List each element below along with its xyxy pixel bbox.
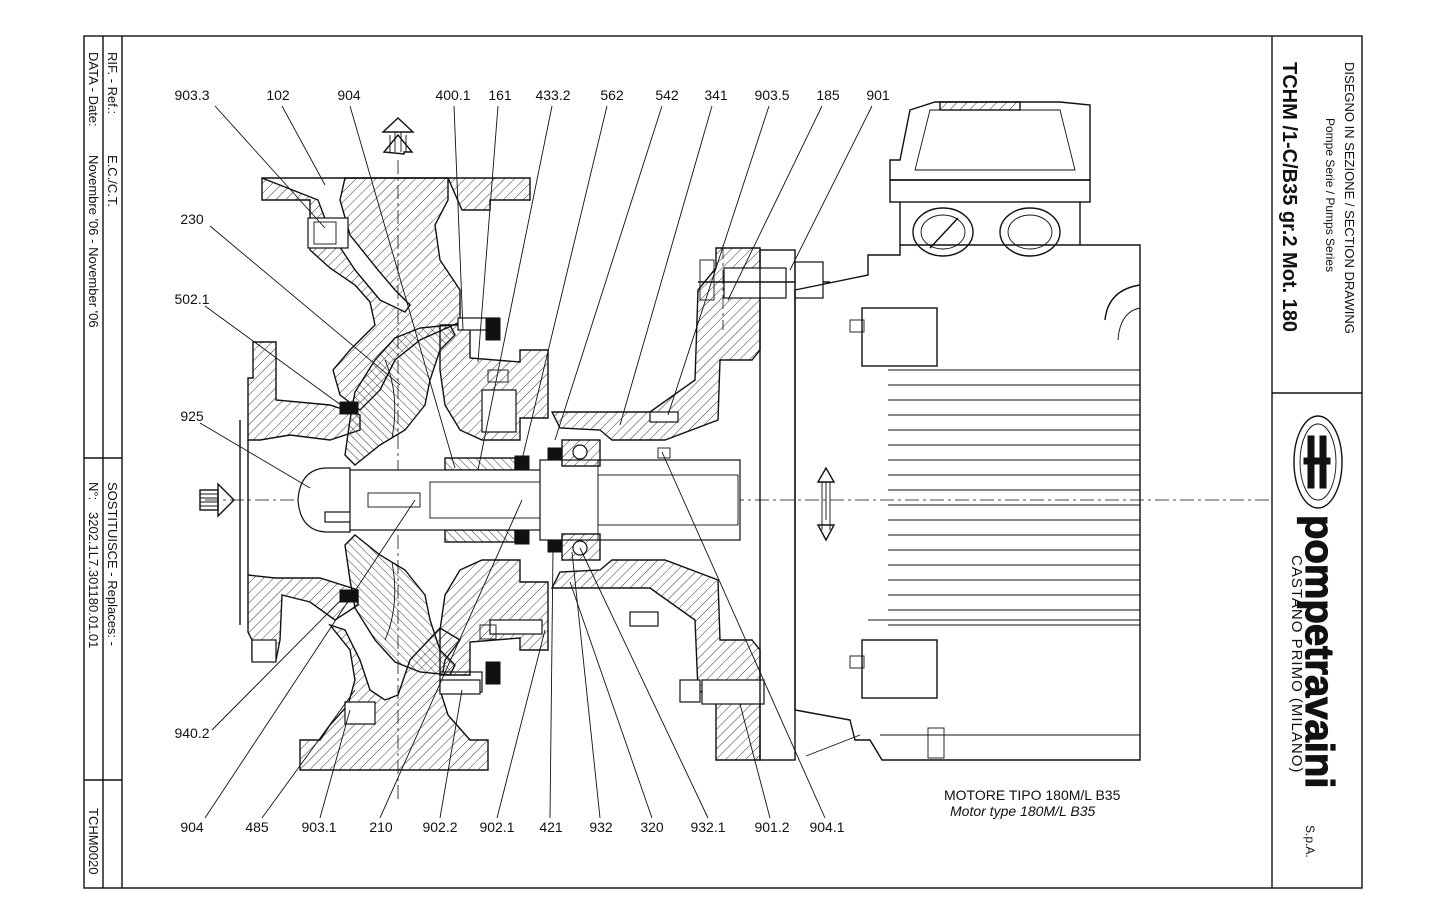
part-label: 902.1 xyxy=(479,819,514,835)
part-label: 940.2 xyxy=(174,725,209,741)
company-logo-icon xyxy=(1293,415,1343,509)
part-label: 161 xyxy=(488,87,512,103)
part-label: 925 xyxy=(180,408,204,424)
company-location: CASTANO PRIMO (MILANO) xyxy=(1288,555,1305,773)
part-label: 502.1 xyxy=(174,291,209,307)
part-label: 932 xyxy=(589,819,613,835)
rotation-arrow-icon xyxy=(816,466,836,542)
part-label: 902.2 xyxy=(422,819,457,835)
company-suffix: S.p.A. xyxy=(1303,825,1317,858)
sheet-frame xyxy=(83,35,1363,889)
part-label: 562 xyxy=(600,87,624,103)
part-label: 904 xyxy=(337,87,361,103)
leader-lines xyxy=(199,105,873,819)
part-label: 400.1 xyxy=(435,87,470,103)
model-title: TCHM /1-C/B35 gr.2 Mot. 180 xyxy=(1278,62,1300,332)
number-value: 3202.1L7.301180.01.01 xyxy=(86,512,101,648)
motor-fins xyxy=(888,369,1140,626)
part-label: 901 xyxy=(866,87,890,103)
number-label: N°: xyxy=(86,482,101,500)
motor-note-line1: MOTORE TIPO 180M/L B35 xyxy=(944,787,1121,803)
pump-section-drawing xyxy=(199,101,1270,800)
title-block: DISEGNO IN SEZIONE / SECTION DRAWING Pom… xyxy=(1278,62,1357,858)
pump-series: Pompe Serie / Pumps Series xyxy=(1323,118,1337,272)
date-value: Novembre '06 - November '06 xyxy=(86,155,101,328)
side-info-block: RIF. - Ref.: E.C./C.T. DATA - Date: Nove… xyxy=(86,52,120,874)
inlet-arrow-icon xyxy=(199,482,235,518)
part-labels-left: 230 502.1 925 940.2 xyxy=(174,211,209,741)
part-label: 102 xyxy=(266,87,290,103)
part-label: 485 xyxy=(245,819,269,835)
drawing-code: TCHM0020 xyxy=(86,808,101,874)
part-label: 210 xyxy=(369,819,393,835)
part-label: 185 xyxy=(816,87,840,103)
part-label: 320 xyxy=(640,819,664,835)
part-label: 901.2 xyxy=(754,819,789,835)
part-label: 421 xyxy=(539,819,563,835)
ref-value: E.C./C.T. xyxy=(105,155,120,207)
part-label: 904.1 xyxy=(809,819,844,835)
part-label: 903.3 xyxy=(174,87,209,103)
part-labels-bottom: 904 485 903.1 210 902.2 902.1 421 932 32… xyxy=(180,819,844,835)
part-label: 903.1 xyxy=(301,819,336,835)
date-label: DATA - Date: xyxy=(86,52,101,127)
outlet-arrow-icon xyxy=(381,117,415,155)
part-label: 542 xyxy=(655,87,679,103)
part-labels-top: 903.3 102 904 400.1 161 433.2 562 542 34… xyxy=(174,87,889,103)
ref-label: RIF. - Ref.: xyxy=(105,52,120,114)
motor-note-line2: Motor type 180M/L B35 xyxy=(950,803,1095,819)
part-label: 932.1 xyxy=(690,819,725,835)
motor-type-note: MOTORE TIPO 180M/L B35 Motor type 180M/L… xyxy=(944,787,1121,819)
part-label: 341 xyxy=(704,87,728,103)
company-name: pompetravaini xyxy=(1297,515,1341,788)
part-label: 433.2 xyxy=(535,87,570,103)
part-label: 230 xyxy=(180,211,204,227)
part-label: 903.5 xyxy=(754,87,789,103)
drawing-type: DISEGNO IN SEZIONE / SECTION DRAWING xyxy=(1342,62,1357,334)
replaces-label: SOSTITUISCE - Replaces: - xyxy=(105,482,120,646)
part-label: 904 xyxy=(180,819,204,835)
